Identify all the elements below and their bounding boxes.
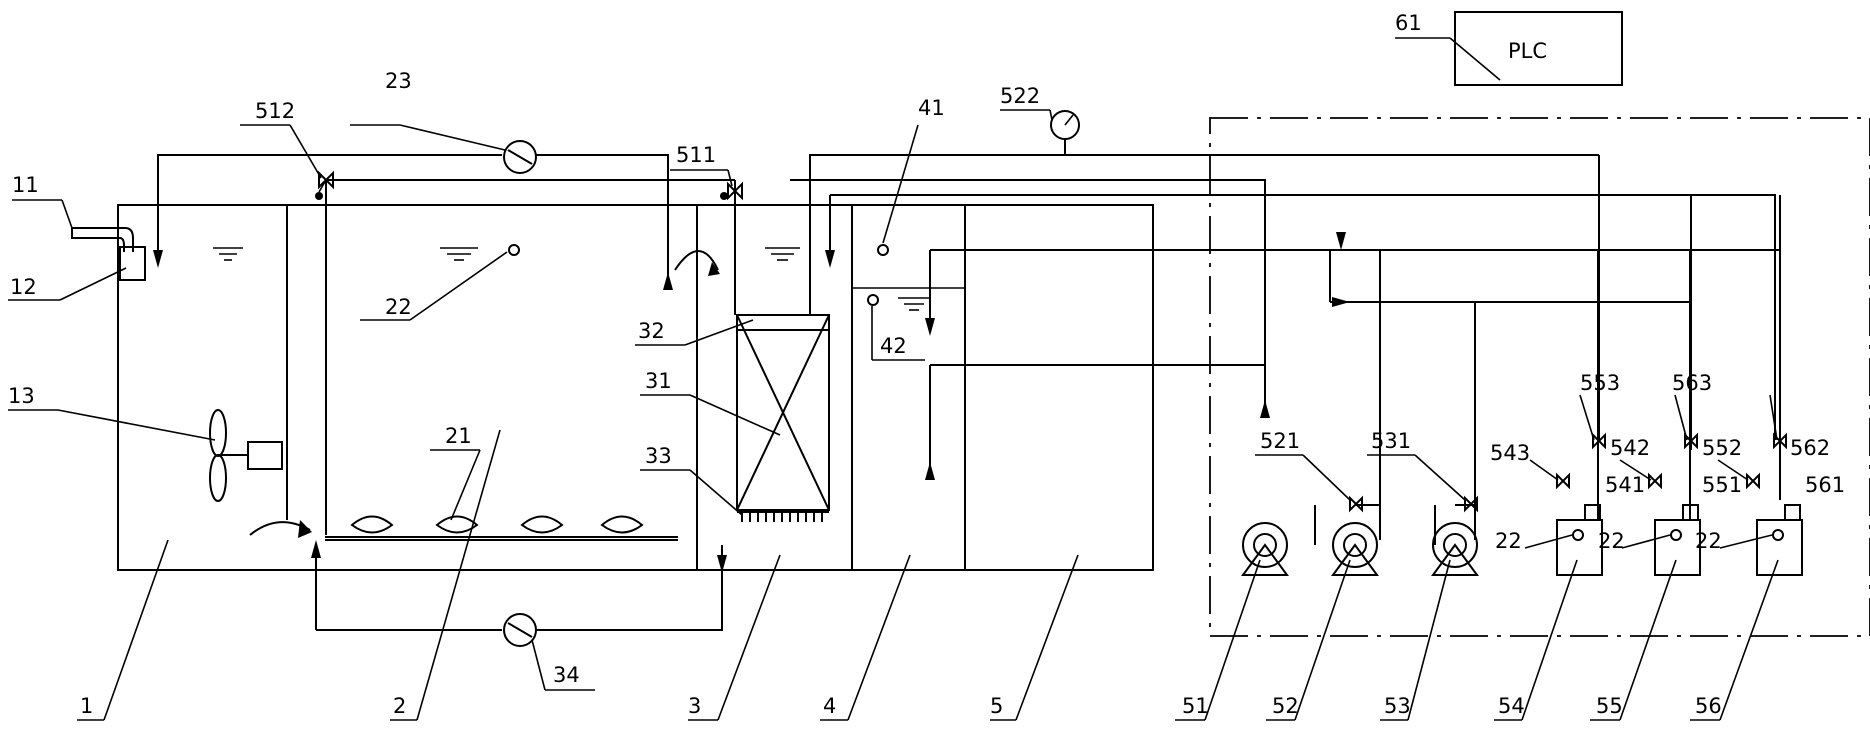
dosing-valves — [1556, 432, 1787, 490]
label-13: 13 — [8, 384, 35, 408]
label-54: 54 — [1498, 694, 1525, 718]
label-542: 542 — [1610, 436, 1650, 460]
valve-512 — [315, 170, 334, 200]
label-531: 531 — [1371, 429, 1411, 453]
label-22: 22 — [385, 295, 412, 319]
label-52: 52 — [1272, 694, 1299, 718]
control-boundary — [1209, 117, 1870, 637]
label-563: 563 — [1672, 371, 1712, 395]
sensor-level-tank4 — [867, 294, 879, 306]
label-34: 34 — [553, 663, 580, 687]
main-basin — [117, 204, 1154, 571]
label-1: 1 — [80, 694, 93, 718]
label-541: 541 — [1605, 473, 1645, 497]
permeate-piping — [809, 110, 1265, 315]
label-512: 512 — [255, 99, 295, 123]
pump-51 — [1241, 522, 1289, 576]
label-21: 21 — [445, 424, 472, 448]
label-543: 543 — [1490, 441, 1530, 465]
plc-box: PLC — [1454, 11, 1623, 86]
basin-outline — [117, 204, 1154, 571]
dosing-tank-54 — [1556, 504, 1603, 576]
label-11: 11 — [12, 173, 39, 197]
label-33: 33 — [645, 444, 672, 468]
flow-arrows — [249, 238, 720, 630]
valve-511 — [720, 180, 743, 315]
label-553: 553 — [1580, 371, 1620, 395]
sensor-tank4 — [877, 244, 889, 256]
label-22-dose2: 22 — [1598, 529, 1625, 553]
label-4: 4 — [823, 694, 836, 718]
dosing-piping — [1220, 154, 1781, 545]
water-level-marks — [213, 247, 930, 311]
label-3: 3 — [688, 694, 701, 718]
label-56: 56 — [1695, 694, 1722, 718]
label-5: 5 — [990, 694, 1003, 718]
callout-labels: 11 12 13 1 23 512 22 21 2 34 511 32 31 3… — [8, 11, 1845, 718]
inlet-box — [119, 246, 146, 281]
label-42: 42 — [880, 334, 907, 358]
plc-label: PLC — [1508, 39, 1547, 63]
label-2: 2 — [393, 694, 406, 718]
label-53: 53 — [1384, 694, 1411, 718]
label-522: 522 — [1000, 84, 1040, 108]
label-41: 41 — [918, 96, 945, 120]
label-551: 551 — [1702, 473, 1742, 497]
label-61: 61 — [1395, 11, 1422, 35]
blower-icon — [503, 140, 537, 174]
label-31: 31 — [645, 369, 672, 393]
label-562: 562 — [1790, 436, 1830, 460]
membrane-module — [736, 314, 830, 522]
label-22-dose1: 22 — [1495, 529, 1522, 553]
label-55: 55 — [1596, 694, 1623, 718]
air-piping — [153, 140, 1270, 535]
return-loop — [316, 545, 727, 647]
label-51: 51 — [1182, 694, 1209, 718]
label-552: 552 — [1702, 436, 1742, 460]
aeration-diffusers — [325, 515, 678, 541]
pump-52 — [1331, 522, 1379, 576]
label-23: 23 — [385, 69, 412, 93]
label-32: 32 — [638, 319, 665, 343]
pump-53 — [1431, 522, 1479, 576]
label-511: 511 — [676, 143, 716, 167]
label-521: 521 — [1260, 429, 1300, 453]
dosing-tank-55 — [1654, 504, 1701, 576]
inlet-pipe — [71, 227, 146, 281]
label-561: 561 — [1805, 473, 1845, 497]
dosing-tank-56 — [1756, 504, 1803, 576]
mixer — [209, 409, 283, 502]
label-12: 12 — [10, 275, 37, 299]
sensor-tank2 — [508, 244, 520, 256]
leader-lines — [8, 37, 1779, 721]
label-22-dose3: 22 — [1695, 529, 1722, 553]
